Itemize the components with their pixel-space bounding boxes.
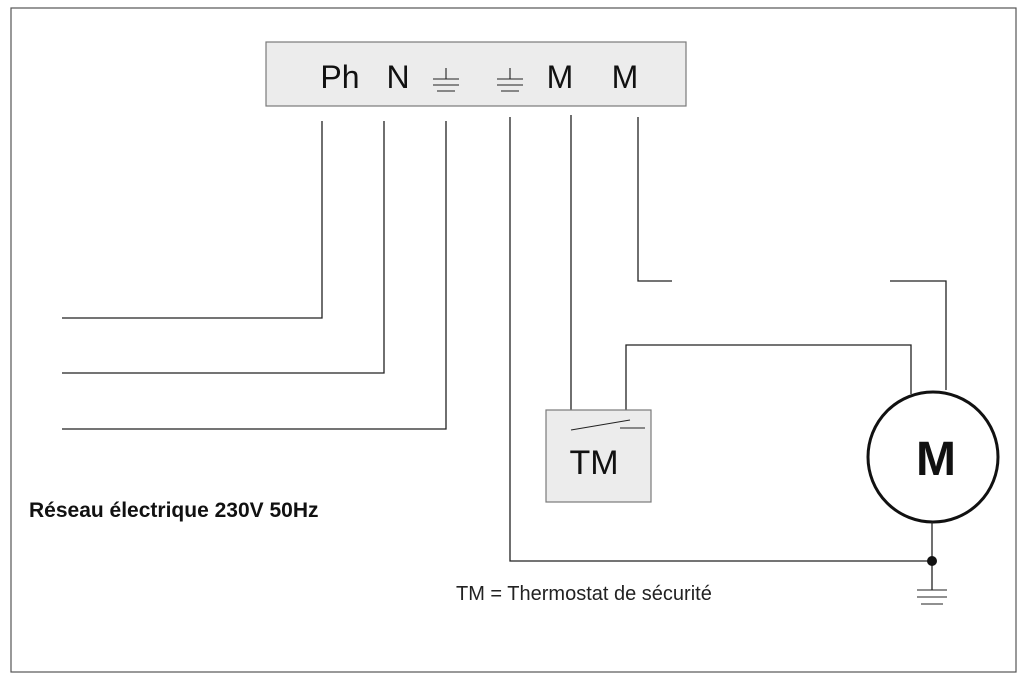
terminal-block-box	[265, 41, 687, 107]
terminal-block: Ph N M M	[265, 41, 687, 107]
ground-icon	[917, 589, 947, 605]
terminal-m-1: M	[547, 59, 574, 95]
ground-connection	[917, 522, 947, 605]
terminal-m-2: M	[612, 59, 639, 95]
wire-phase	[62, 121, 323, 319]
thermostat-contact	[570, 419, 631, 431]
terminal-n: N	[386, 59, 409, 95]
thermostat: TM	[545, 409, 652, 503]
wire-neutral	[62, 121, 385, 374]
junction-dot	[927, 556, 937, 566]
thermostat-label: TM	[569, 444, 618, 482]
network-label: Réseau électrique 230V 50Hz	[29, 499, 319, 522]
wire-earth-motor	[509, 117, 932, 562]
wire-earth-supply	[62, 121, 447, 430]
wire-m2-segment	[637, 117, 672, 282]
legend: TM = Thermostat de sécurité	[456, 583, 712, 605]
motor-circle	[866, 390, 1000, 524]
wire-thermostat-to-motor	[625, 344, 912, 410]
terminal-earth-2	[497, 68, 523, 92]
motor-label: M	[916, 433, 956, 486]
diagram-frame	[10, 7, 1017, 673]
wire-m2-to-motor	[890, 280, 947, 390]
terminal-earth-1	[433, 68, 459, 92]
motor: M	[866, 390, 1000, 524]
terminal-ph: Ph	[320, 59, 359, 95]
